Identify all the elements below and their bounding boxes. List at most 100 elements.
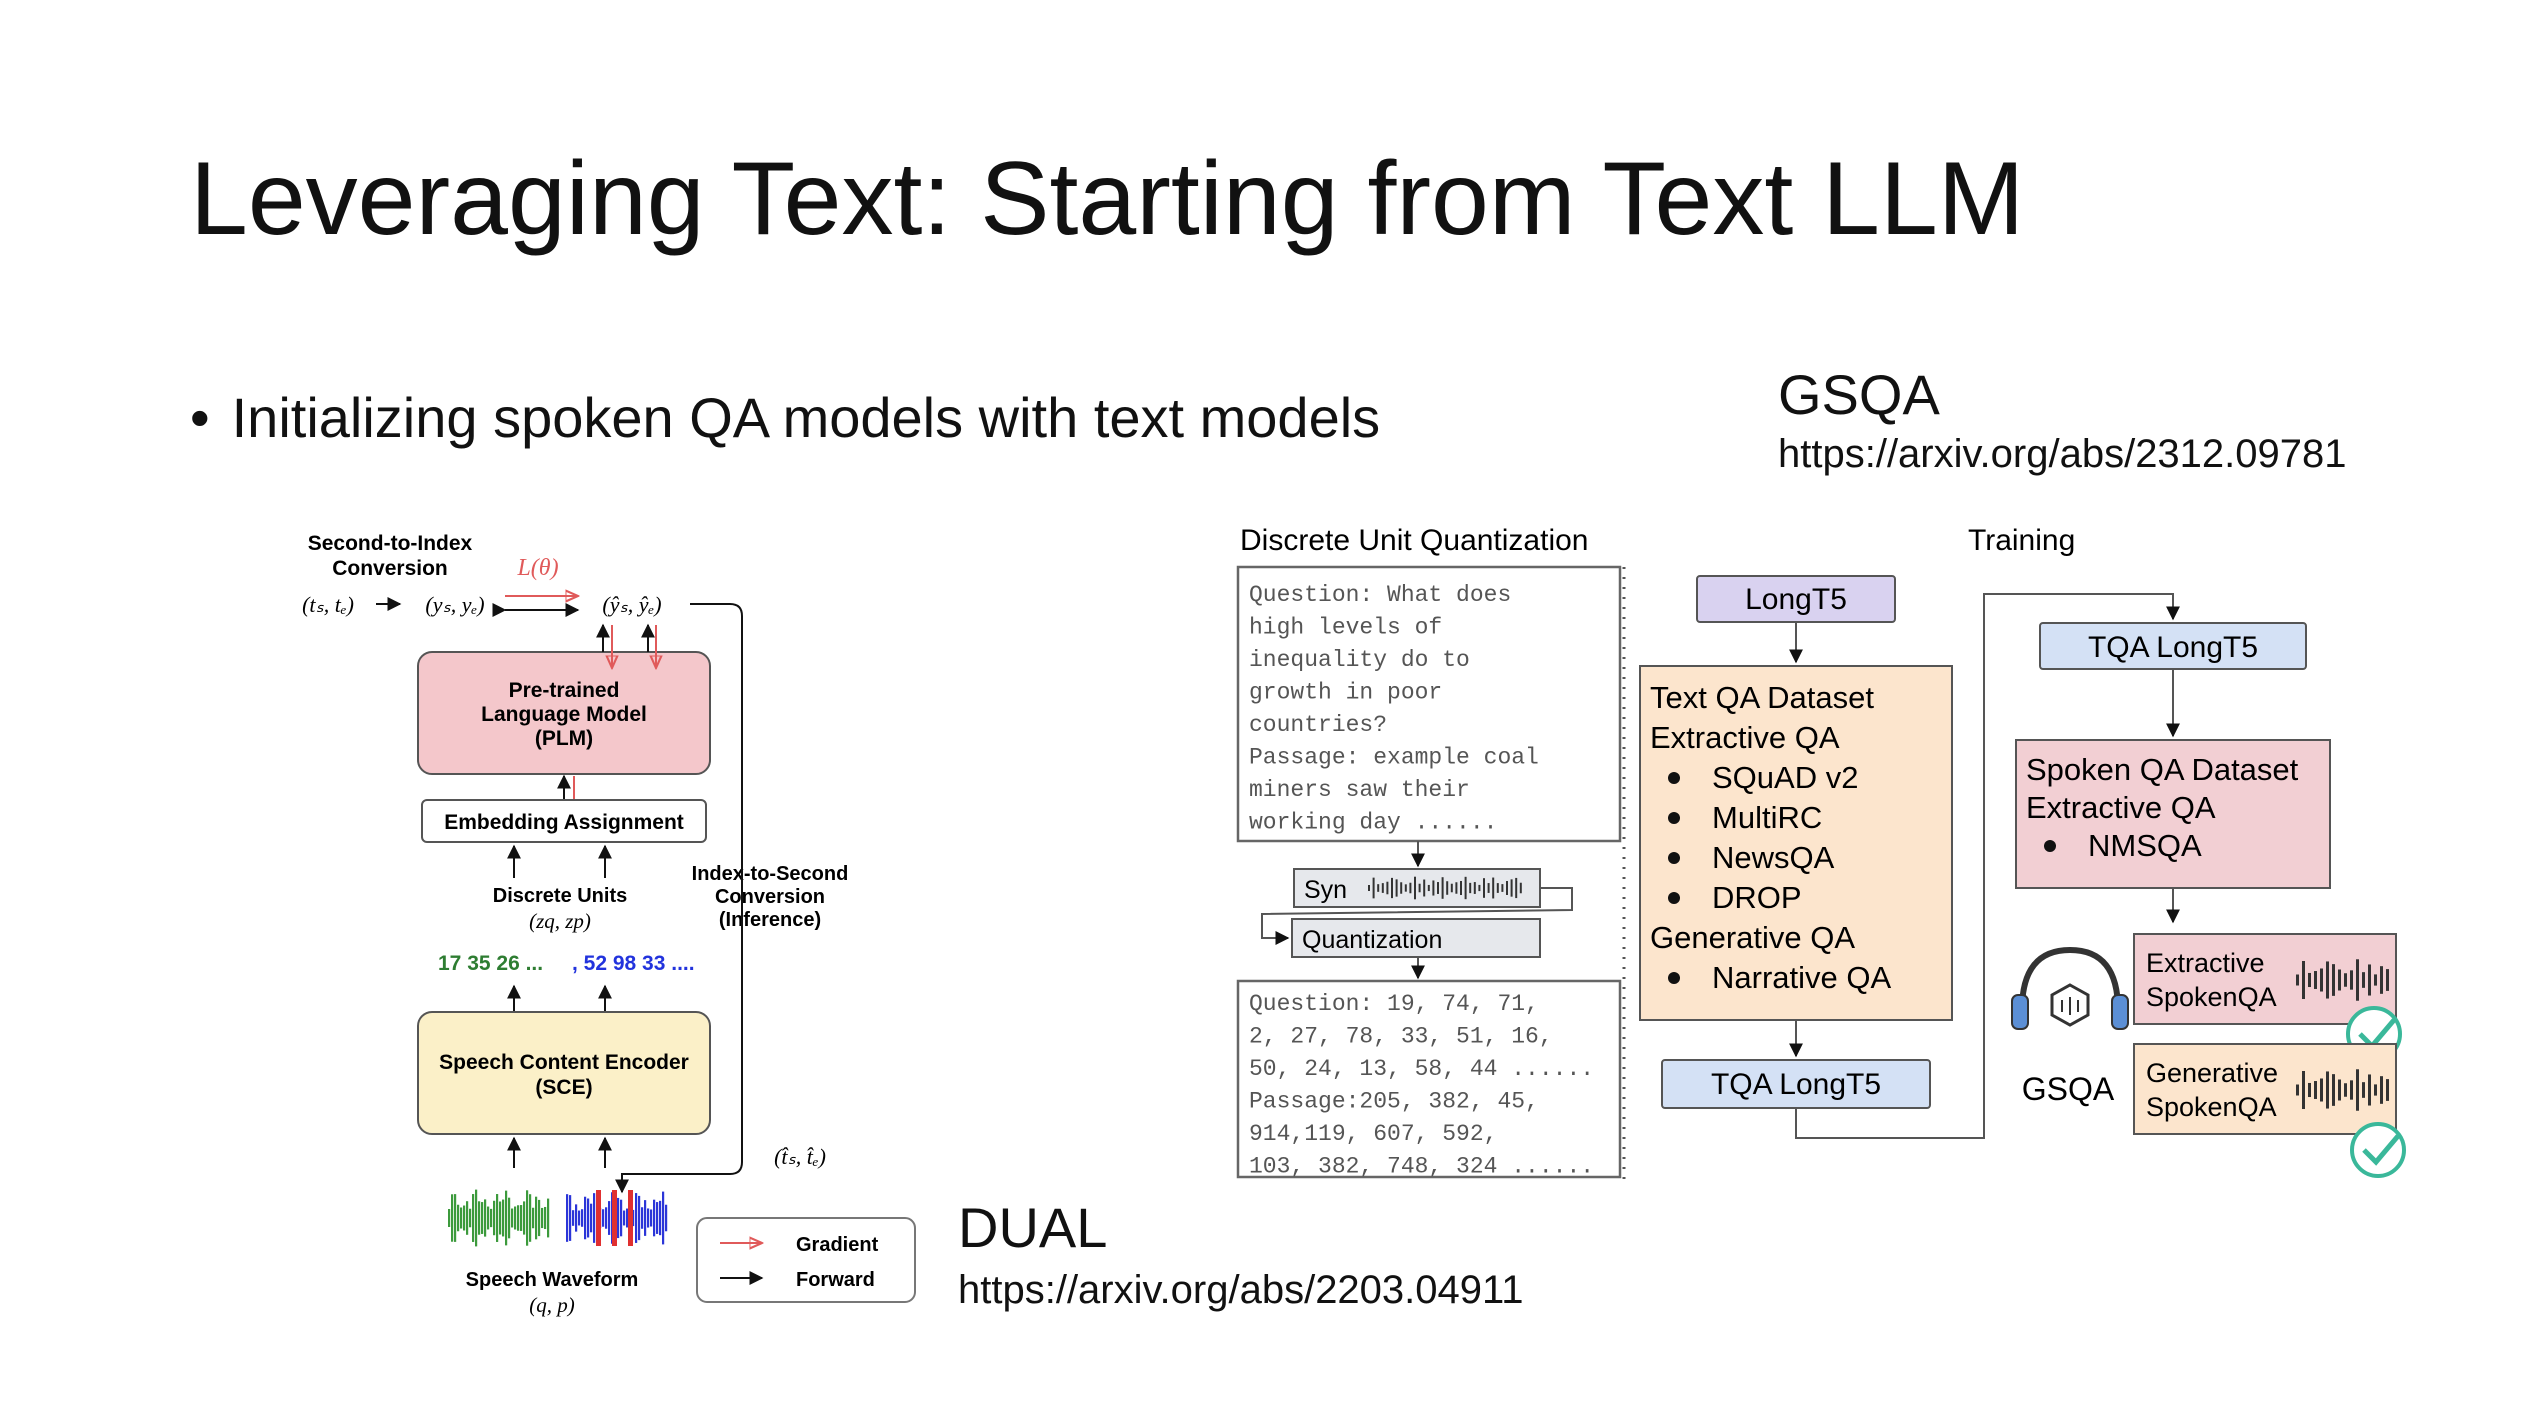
waveform-bar <box>1414 876 1416 900</box>
waveform-bar-blue <box>605 1207 608 1229</box>
waveform-bar-blue <box>644 1200 647 1236</box>
waveform-bar <box>1391 877 1393 899</box>
waveform-bar <box>1496 883 1499 893</box>
waveform-bar <box>2332 1074 2335 1106</box>
waveform-bar <box>1515 877 1518 899</box>
list-bullet-icon <box>1668 892 1680 904</box>
waveform-bar <box>1446 881 1449 895</box>
waveform-bar-blue <box>653 1199 656 1237</box>
list-bullet-icon <box>2044 840 2056 852</box>
quantization-box <box>1291 918 1541 958</box>
waveform-bar <box>2386 1079 2389 1101</box>
waveform-bar <box>1437 882 1439 894</box>
speech-waveform-icon <box>448 1189 668 1247</box>
waveform-bar-blue <box>620 1199 623 1237</box>
waveform-bar <box>2374 1084 2377 1096</box>
waveform-bar-blue <box>659 1200 662 1236</box>
text-qa-extractive: Extractive QA <box>1650 720 1840 755</box>
syn-to-quantization-arrow <box>1261 887 1573 945</box>
mono-text-line: high levels of <box>1249 615 1442 641</box>
waveform-marker <box>612 1190 617 1246</box>
waveform-bar-green <box>484 1199 487 1237</box>
gsqa-model-label: GSQA <box>2022 1071 2115 1107</box>
waveform-bar-blue <box>569 1195 572 1241</box>
generative-check-icon <box>2350 1122 2406 1178</box>
waveform-bar <box>2326 961 2329 999</box>
waveform-bar <box>2320 1078 2323 1102</box>
tqa-loop-line <box>1795 593 2180 1139</box>
waveform-bar <box>1418 883 1421 893</box>
waveform-bar-green <box>517 1205 520 1231</box>
embedding-box <box>421 799 707 843</box>
that-label: (t̂ₛ, t̂ₑ) <box>774 1144 826 1169</box>
loss-label: L(θ) <box>516 555 558 581</box>
waveform-bar-green <box>448 1209 451 1227</box>
discrete-units-label: Discrete Units <box>493 885 628 907</box>
speech-waveform-label: Speech Waveform <box>466 1269 639 1291</box>
discrete-units-green: 17 35 26 ... <box>438 952 543 975</box>
waveform-bar <box>2344 973 2347 987</box>
text-qa-title: Text QA Dataset <box>1650 680 1874 715</box>
generative-spokenqa-line2: SpokenQA <box>2146 1092 2277 1122</box>
gsqa-headphones-icon <box>2011 946 2129 1030</box>
waveform-bar <box>1395 879 1398 897</box>
mono-text-line: Question: What does <box>1249 582 1511 608</box>
waveform-bar <box>2362 972 2365 988</box>
waveform-bar-blue <box>638 1195 641 1241</box>
text-qa-generative: Generative QA <box>1650 920 1855 955</box>
waveform-bar <box>1400 882 1403 894</box>
mono-text-line: 50, 24, 13, 58, 44 ...... <box>1249 1056 1594 1082</box>
waveform-bar <box>2356 1069 2359 1111</box>
waveform-bar <box>1423 879 1426 897</box>
waveform-bar-blue <box>578 1210 581 1226</box>
waveform-bar <box>2320 968 2323 992</box>
list-item: MultiRC <box>1712 800 1822 835</box>
legend-forward-label: Forward <box>796 1269 875 1291</box>
waveform-bar <box>1501 884 1504 892</box>
waveform-bar-green <box>475 1189 478 1247</box>
waveform-bar-blue <box>662 1191 665 1245</box>
waveform-bar-green <box>451 1194 454 1242</box>
waveform-bar-green <box>514 1206 517 1230</box>
waveform-bar-green <box>538 1199 541 1237</box>
waveform-bar-blue <box>626 1208 629 1228</box>
waveform-bar <box>2356 959 2359 1001</box>
waveform-bar-green <box>499 1201 502 1235</box>
waveform-bar-blue <box>647 1208 650 1228</box>
waveform-bar-green <box>502 1199 505 1237</box>
waveform-bar <box>2368 964 2371 996</box>
waveform-bar <box>2380 1076 2383 1104</box>
sce-label-line2: (SCE) <box>535 1076 592 1099</box>
waveform-marker <box>628 1190 633 1246</box>
waveform-bar-blue <box>587 1198 590 1238</box>
waveform-bar-blue <box>581 1209 584 1227</box>
waveform-bar <box>2308 972 2311 988</box>
inference-loop-line <box>615 603 743 1194</box>
waveform-bar <box>2308 1082 2311 1098</box>
waveform-bar <box>1368 885 1370 891</box>
ts-te-label: (tₛ, tₑ) <box>302 592 354 617</box>
waveform-bar-green <box>526 1190 529 1246</box>
mono-text-line: 103, 382, 748, 324 ...... <box>1249 1154 1594 1180</box>
legend-gradient-label: Gradient <box>796 1234 879 1256</box>
waveform-bar <box>1386 881 1389 895</box>
longt5-label: LongT5 <box>1745 583 1847 616</box>
dq-title: Discrete Unit Quantization <box>1240 524 1589 557</box>
waveform-bar <box>1464 876 1467 900</box>
waveform-bar <box>1455 882 1458 894</box>
waveform-bar <box>2332 964 2335 996</box>
list-bullet-icon <box>1668 972 1680 984</box>
waveform-bar <box>1381 883 1384 893</box>
waveform-bar-green <box>490 1208 493 1228</box>
question-units-lines: Question: 19, 74, 71,2, 27, 78, 33, 51, … <box>1249 991 1594 1180</box>
waveform-bar-green <box>535 1196 538 1240</box>
dual-reference-url[interactable]: https://arxiv.org/abs/2203.04911 <box>958 1268 1524 1312</box>
waveform-bar <box>1519 882 1522 894</box>
waveform-bar <box>2344 1083 2347 1097</box>
waveform-bar-green <box>487 1206 490 1230</box>
sec2idx-label-line2: Conversion <box>332 557 448 580</box>
gsqa-reference-url[interactable]: https://arxiv.org/abs/2312.09781 <box>1778 432 2347 476</box>
waveform-bar <box>1469 882 1472 894</box>
waveform-bar <box>2350 970 2353 990</box>
